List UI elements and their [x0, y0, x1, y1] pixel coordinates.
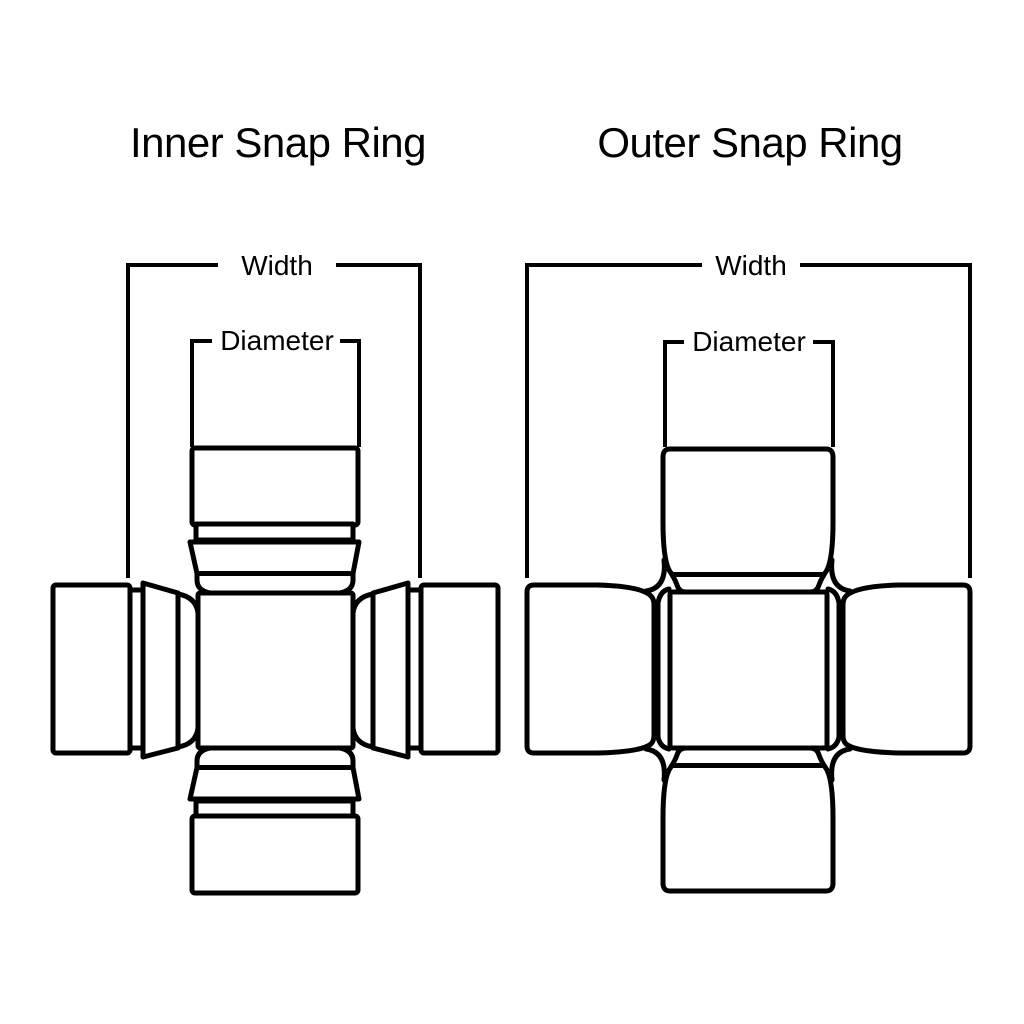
armpit-fillet — [829, 746, 853, 783]
width-dimension-line-right — [336, 263, 422, 578]
snap-ring-groove — [187, 539, 362, 576]
outer-width-label: Width — [715, 250, 787, 281]
trunnion-fillet — [825, 586, 842, 606]
trunnion-fillet — [655, 586, 672, 606]
bearing-cap — [189, 445, 361, 528]
outer-width-dimension: Width — [525, 250, 972, 578]
trunnion-fillet — [175, 725, 201, 750]
armpit-fillet — [643, 557, 667, 594]
diameter-dimension-line-right — [813, 340, 835, 447]
diameter-dimension-line-left — [190, 339, 212, 447]
inner-width-dimension: Width — [126, 250, 422, 578]
bearing-cap — [660, 446, 836, 595]
inner-diameter-label: Diameter — [220, 325, 334, 356]
inner-bottom-arm — [187, 745, 362, 896]
bearing-cap — [189, 813, 361, 896]
bearing-cap — [418, 582, 501, 756]
trunnion-fillet — [825, 734, 842, 752]
diameter-dimension-line-right — [340, 339, 361, 447]
inner-left-arm — [50, 580, 201, 760]
inner-top-arm — [187, 445, 362, 596]
outer-right-arm — [825, 582, 973, 756]
trunnion-neck — [194, 745, 356, 770]
snap-ring-groove — [187, 765, 362, 802]
bearing-cap — [660, 745, 836, 894]
armpit-fillet — [829, 557, 853, 594]
width-dimension-line-left — [525, 263, 702, 578]
outer-left-arm — [524, 582, 672, 756]
inner-diameter-dimension: Diameter — [190, 325, 361, 447]
outer-armpit-fillets — [643, 557, 853, 783]
outer-top-arm — [660, 446, 836, 595]
bearing-cap — [524, 582, 657, 756]
width-dimension-line-right — [800, 263, 972, 578]
snap-ring-groove — [370, 580, 411, 760]
outer-diameter-dimension: Diameter — [663, 326, 835, 447]
trunnion-neck — [194, 571, 356, 596]
inner-width-label: Width — [241, 250, 313, 281]
inner-snap-ring-diagram: Inner Snap Ring Width Diameter — [50, 119, 501, 896]
trunnion-fillet — [175, 591, 201, 616]
cross-body — [195, 590, 356, 751]
outer-bottom-arm — [660, 745, 836, 894]
trunnion-fillet — [350, 591, 376, 616]
inner-right-arm — [350, 580, 501, 760]
trunnion-fillet — [350, 725, 376, 750]
bearing-cap — [840, 582, 973, 756]
width-dimension-line-left — [126, 263, 218, 578]
outer-snap-ring-diagram: Outer Snap Ring Width Diameter — [524, 119, 973, 894]
outer-diameter-label: Diameter — [692, 326, 806, 357]
inner-diagram-title: Inner Snap Ring — [130, 119, 426, 166]
outer-diagram-title: Outer Snap Ring — [597, 119, 902, 166]
snap-ring-groove — [140, 580, 181, 760]
snap-ring — [193, 521, 356, 543]
cross-body — [667, 589, 830, 751]
diameter-dimension-line-left — [663, 340, 684, 447]
bearing-cap — [50, 582, 133, 756]
armpit-fillet — [643, 746, 667, 783]
trunnion-fillet — [655, 734, 672, 752]
